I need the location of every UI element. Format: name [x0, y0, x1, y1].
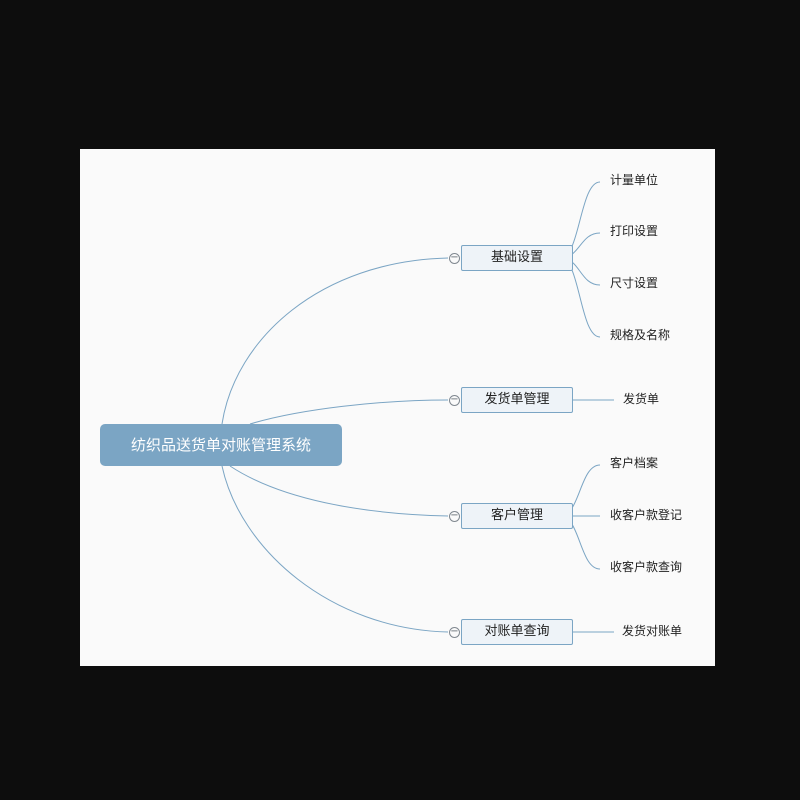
- connector-root-branch-2: [249, 399, 449, 425]
- root-topic[interactable]: 纺织品送货单对账管理系统: [100, 424, 342, 466]
- branch-customer-management[interactable]: 客户管理: [461, 503, 573, 529]
- leaf-delivery-statement[interactable]: 发货对账单: [622, 624, 683, 638]
- mindmap-canvas: 纺织品送货单对账管理系统 − 基础设置 − 发货单管理 − 客户管理 − 对账单…: [80, 149, 715, 666]
- leaf-spec-and-name[interactable]: 规格及名称: [610, 328, 671, 342]
- leaf-customer-payment-entry[interactable]: 收客户款登记: [610, 508, 683, 522]
- collapse-icon[interactable]: −: [449, 626, 460, 638]
- leaf-size-settings[interactable]: 尺寸设置: [610, 276, 659, 290]
- connector-root-branch-4: [221, 465, 449, 633]
- connector-root-branch-1: [221, 257, 449, 425]
- branch-delivery-note-management[interactable]: 发货单管理: [461, 387, 573, 413]
- leaf-customer-payment-query[interactable]: 收客户款查询: [610, 560, 683, 574]
- branch-basic-settings[interactable]: 基础设置: [461, 245, 573, 271]
- leaf-print-settings[interactable]: 打印设置: [610, 224, 659, 238]
- collapse-icon[interactable]: −: [449, 510, 460, 522]
- connector-root-branch-3: [229, 465, 449, 517]
- collapse-icon[interactable]: −: [449, 394, 460, 406]
- leaf-customer-records[interactable]: 客户档案: [610, 456, 659, 470]
- leaf-delivery-note[interactable]: 发货单: [623, 392, 660, 406]
- branch-statement-query[interactable]: 对账单查询: [461, 619, 573, 645]
- leaf-unit-of-measure[interactable]: 计量单位: [610, 173, 659, 187]
- collapse-icon[interactable]: −: [449, 252, 460, 264]
